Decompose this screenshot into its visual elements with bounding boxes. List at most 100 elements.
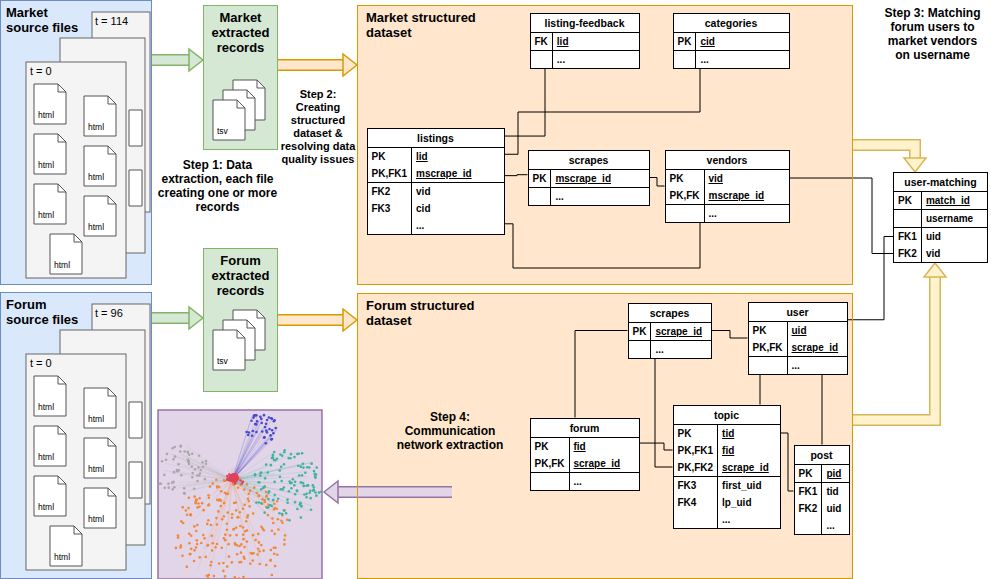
html-file-icon	[34, 134, 66, 174]
field-cell: ...	[553, 51, 639, 68]
network-dot	[265, 564, 268, 567]
arrow-head	[189, 307, 203, 329]
tsv-file-icon-fold	[257, 310, 265, 318]
network-dot	[181, 554, 184, 557]
network-dot	[298, 474, 301, 477]
network-link	[232, 480, 249, 506]
html-file-icon	[34, 476, 66, 516]
relation-path	[640, 443, 673, 450]
network-link	[232, 416, 252, 480]
network-link	[172, 473, 232, 480]
network-link	[232, 480, 288, 535]
process-arrow	[152, 307, 203, 329]
network-dot	[231, 517, 234, 520]
network-dot	[224, 575, 227, 578]
relation-path	[505, 223, 701, 269]
network-dot	[281, 454, 284, 457]
network-dot	[280, 480, 283, 483]
network-dot	[299, 502, 302, 505]
field-cell: scrape_id	[651, 323, 710, 340]
network-dot	[229, 534, 232, 537]
network-dot	[249, 489, 252, 492]
network-dot	[260, 502, 263, 505]
network-dot	[251, 559, 254, 562]
network-dot	[240, 551, 243, 554]
network-dot	[176, 469, 179, 472]
file-type-label: html	[38, 110, 62, 120]
relation-path	[822, 375, 823, 445]
html-file-icon	[84, 96, 116, 136]
network-dot	[194, 500, 197, 503]
field-cell: ...	[705, 205, 789, 222]
network-dot	[185, 509, 188, 512]
network-dot	[261, 430, 264, 433]
key-cell: FK2	[368, 183, 413, 200]
network-dot	[189, 553, 192, 556]
network-dot	[315, 494, 318, 497]
key-cell: PK	[674, 425, 719, 442]
html-file-icon	[34, 84, 66, 124]
network-dot	[193, 525, 196, 528]
network-dot	[300, 505, 303, 508]
network-dot	[245, 431, 248, 434]
network-link	[170, 480, 232, 486]
network-dot	[245, 520, 248, 523]
arrow-body	[152, 56, 189, 65]
network-dot	[267, 506, 270, 509]
network-dot	[273, 459, 276, 462]
network-dot	[273, 502, 276, 505]
network-dot	[271, 417, 274, 420]
network-dot	[189, 514, 192, 517]
table-box: scrapesPKmscrape_id...	[528, 150, 650, 206]
network-dot	[251, 434, 254, 437]
field-cell: vid	[922, 245, 987, 262]
network-dot	[236, 516, 239, 519]
html-file-icon-fold	[108, 438, 116, 446]
relation-line	[640, 443, 673, 450]
network-dot	[273, 481, 276, 484]
panel-title: Market source files	[6, 1, 86, 35]
key-cell: PK,FK	[531, 455, 570, 472]
network-dot	[216, 543, 219, 546]
network-dot	[196, 480, 199, 483]
network-dot	[252, 416, 255, 419]
network-dot	[280, 519, 283, 522]
network-link	[165, 463, 232, 480]
network-dot	[179, 445, 182, 448]
network-dot	[261, 502, 264, 505]
network-graph	[159, 414, 322, 579]
network-dot	[315, 466, 318, 469]
network-dot	[246, 540, 249, 543]
key-cell	[666, 205, 705, 222]
network-dot	[207, 504, 210, 507]
network-dot	[247, 497, 250, 500]
arrow-head	[904, 158, 926, 172]
network-dot	[294, 501, 297, 504]
network-dot	[211, 482, 214, 485]
arrow-body	[152, 314, 189, 323]
network-dot	[297, 464, 300, 467]
network-dot	[197, 502, 200, 505]
dataset-panel: Forum extracted records	[203, 248, 278, 392]
network-dot	[269, 434, 272, 437]
table-body: PKtidPK,FK1fidPK,FK2scrape_idFK3first_ui…	[674, 425, 780, 528]
network-dot	[188, 496, 191, 499]
network-dot	[195, 530, 198, 533]
network-dot	[202, 534, 205, 537]
network-dot	[210, 534, 213, 537]
field-cell: pid	[822, 465, 848, 482]
network-dot	[248, 492, 251, 495]
table-box: vendorsPKvidPK,FKmscrape_id...	[665, 150, 790, 223]
html-file-icon	[34, 184, 66, 224]
field-cell: fid	[570, 438, 639, 455]
html-file-icon	[84, 388, 116, 428]
panel-fill	[203, 5, 278, 150]
network-dot	[201, 502, 204, 505]
network-dot	[281, 513, 284, 516]
dataset-panel: Market structured datasetlisting-feedbac…	[357, 5, 853, 285]
network-dot	[271, 438, 274, 441]
network-dot	[283, 509, 286, 512]
network-dot	[207, 494, 210, 497]
network-link	[176, 462, 232, 480]
network-link	[232, 480, 312, 506]
